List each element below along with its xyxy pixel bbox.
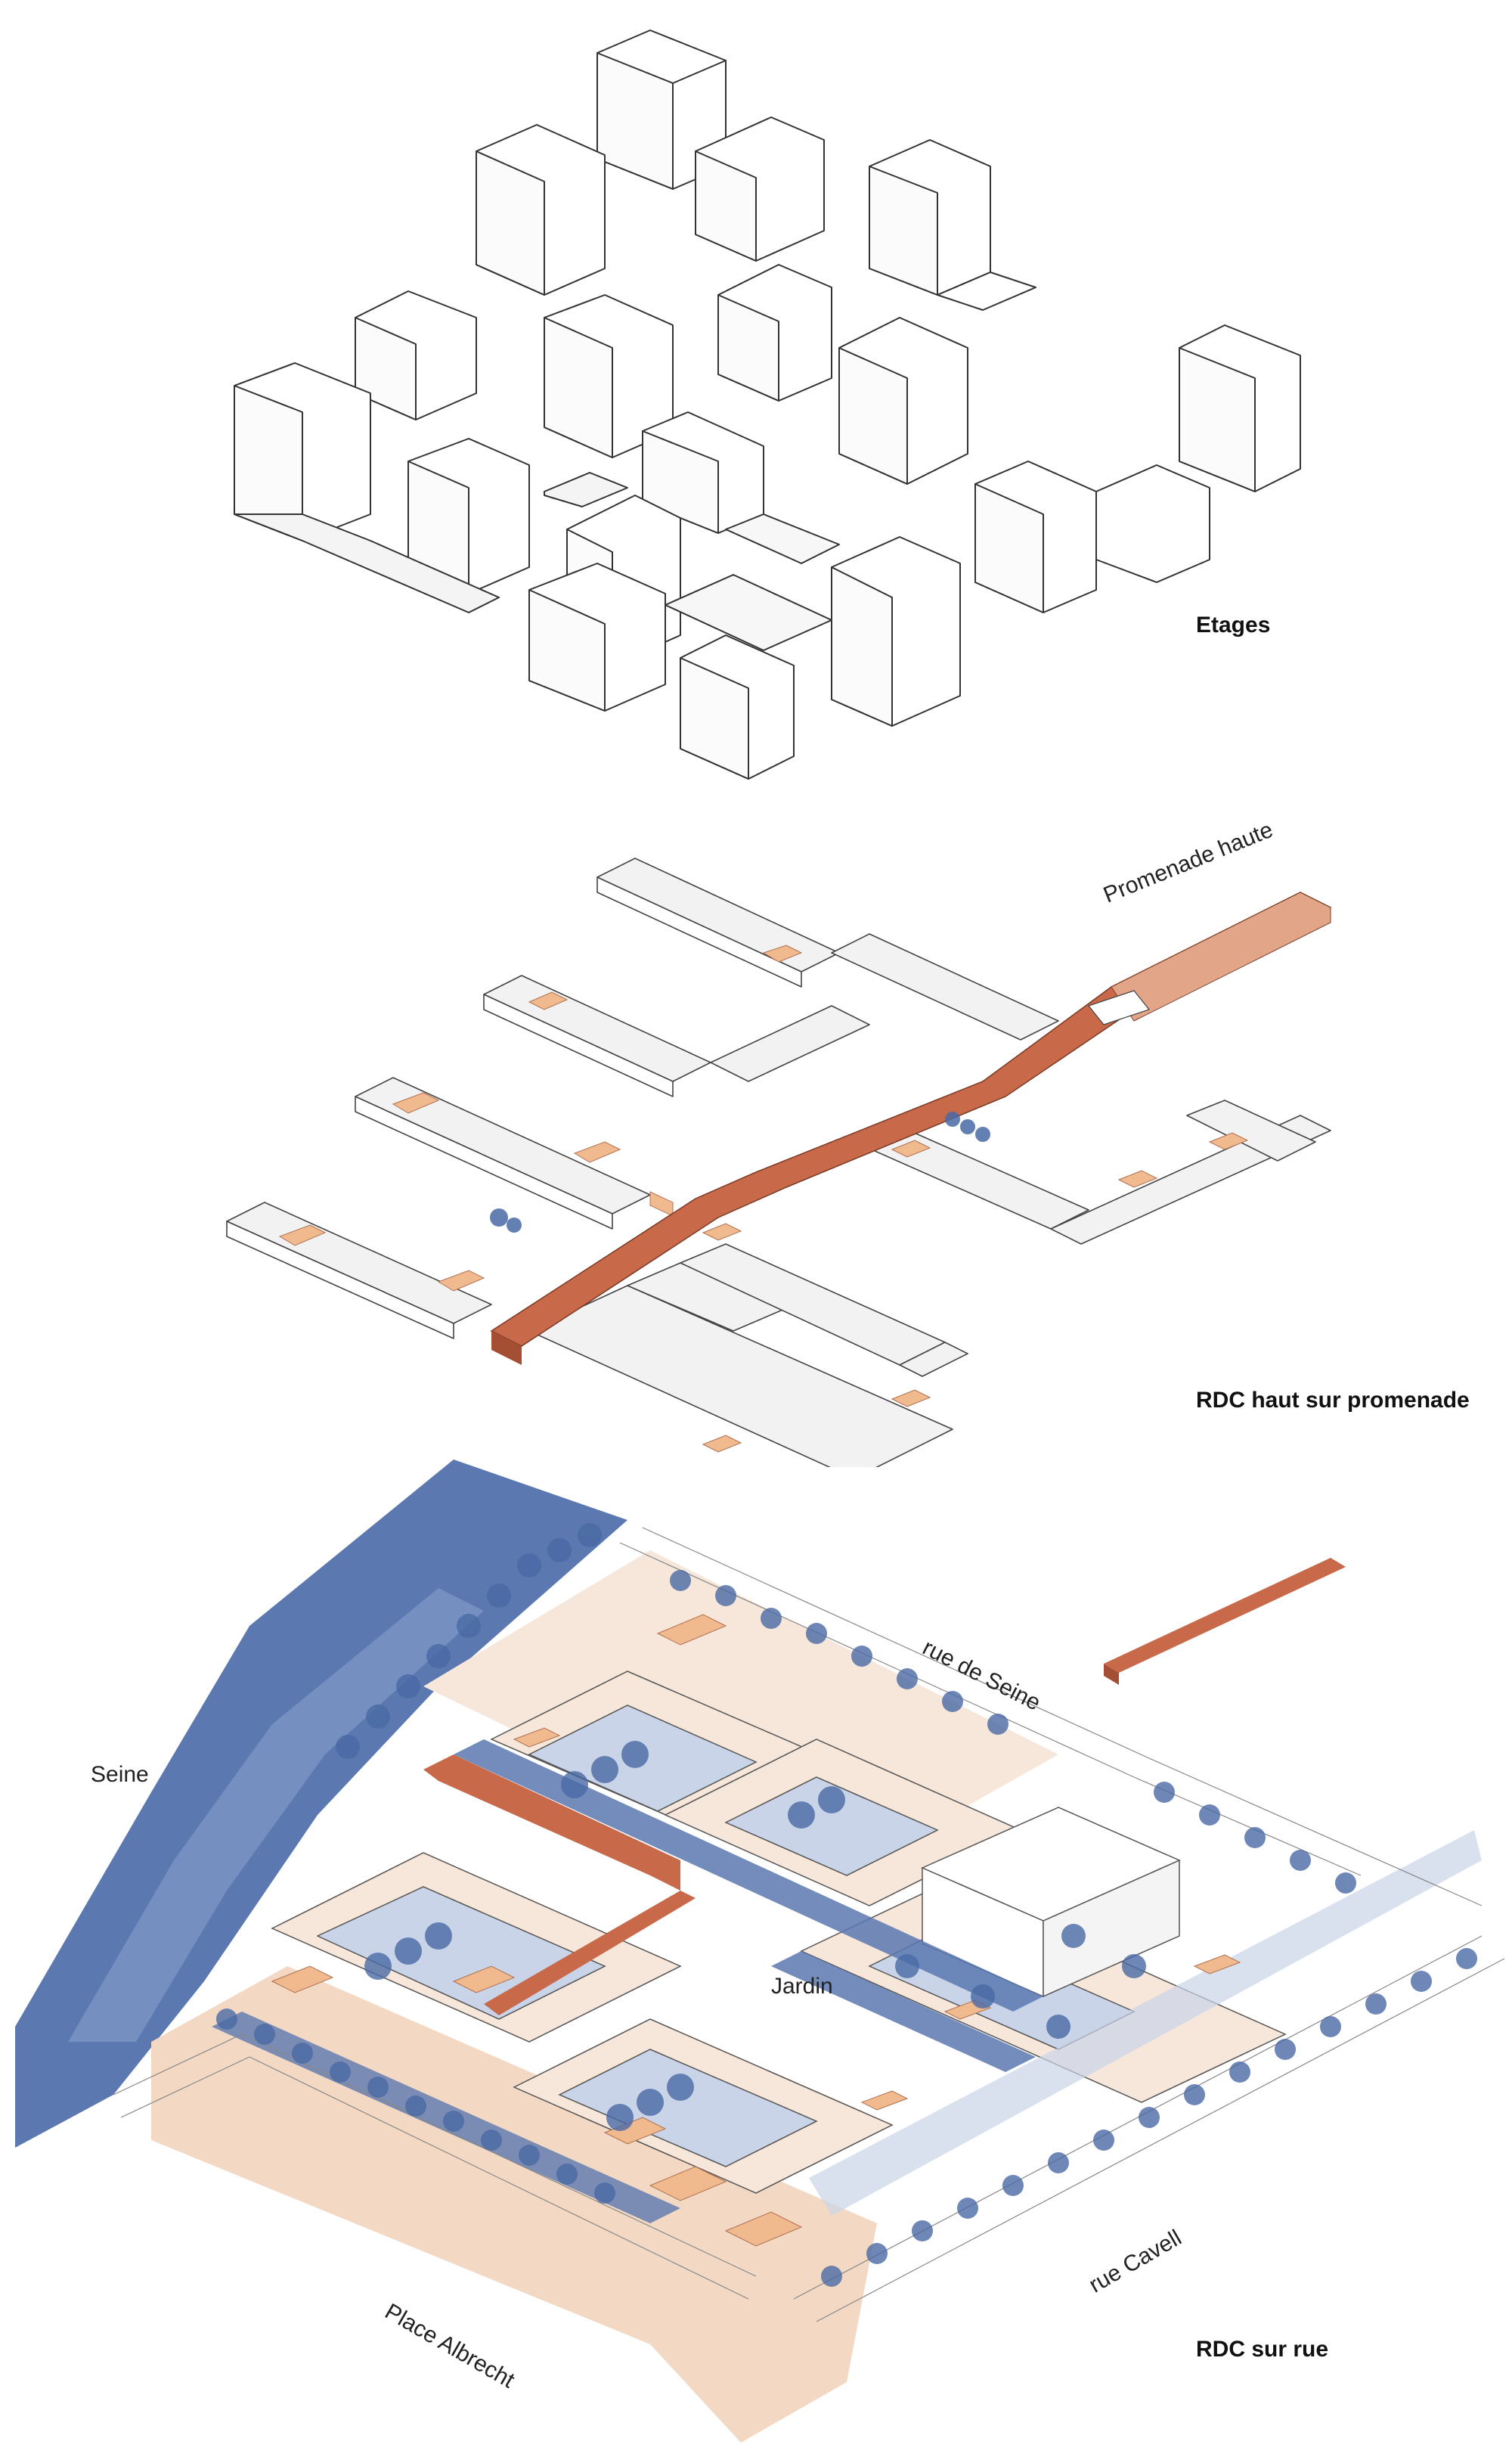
rdc-haut-panel: Promenade haute RDC haut sur promenade — [0, 802, 1512, 1467]
trees — [216, 1523, 1477, 2287]
place-albrecht-plaza — [151, 1966, 877, 2443]
promenade-ramp — [1104, 1558, 1346, 1673]
building-wing — [483, 975, 711, 1082]
jardin-strip — [454, 1739, 1043, 2012]
building-block — [1095, 464, 1210, 583]
rdc-rue-panel: Seine rue de Seine Jardin rue Cavell Pla… — [0, 1437, 1512, 2460]
rdc-rue-axonometric-map — [15, 1460, 1505, 2443]
building-wing — [831, 933, 1059, 1041]
rdc-haut-axonometric-drawing — [226, 858, 1332, 1467]
building-wing — [596, 858, 840, 973]
caption-etages: Etages — [1196, 613, 1271, 637]
caption-rdc-rue: RDC sur rue — [1196, 2337, 1329, 2362]
label-jardin: Jardin — [771, 1974, 833, 1999]
etages-axonometric-drawing — [234, 29, 1301, 780]
promenade-haute — [490, 892, 1332, 1365]
label-seine: Seine — [91, 1762, 149, 1787]
promenade-ground — [423, 1754, 680, 1891]
etages-panel: Etages — [0, 0, 1512, 802]
building-wing — [528, 1285, 953, 1467]
caption-rdc-haut: RDC haut sur promenade — [1196, 1388, 1470, 1413]
building-wing — [226, 1202, 492, 1324]
